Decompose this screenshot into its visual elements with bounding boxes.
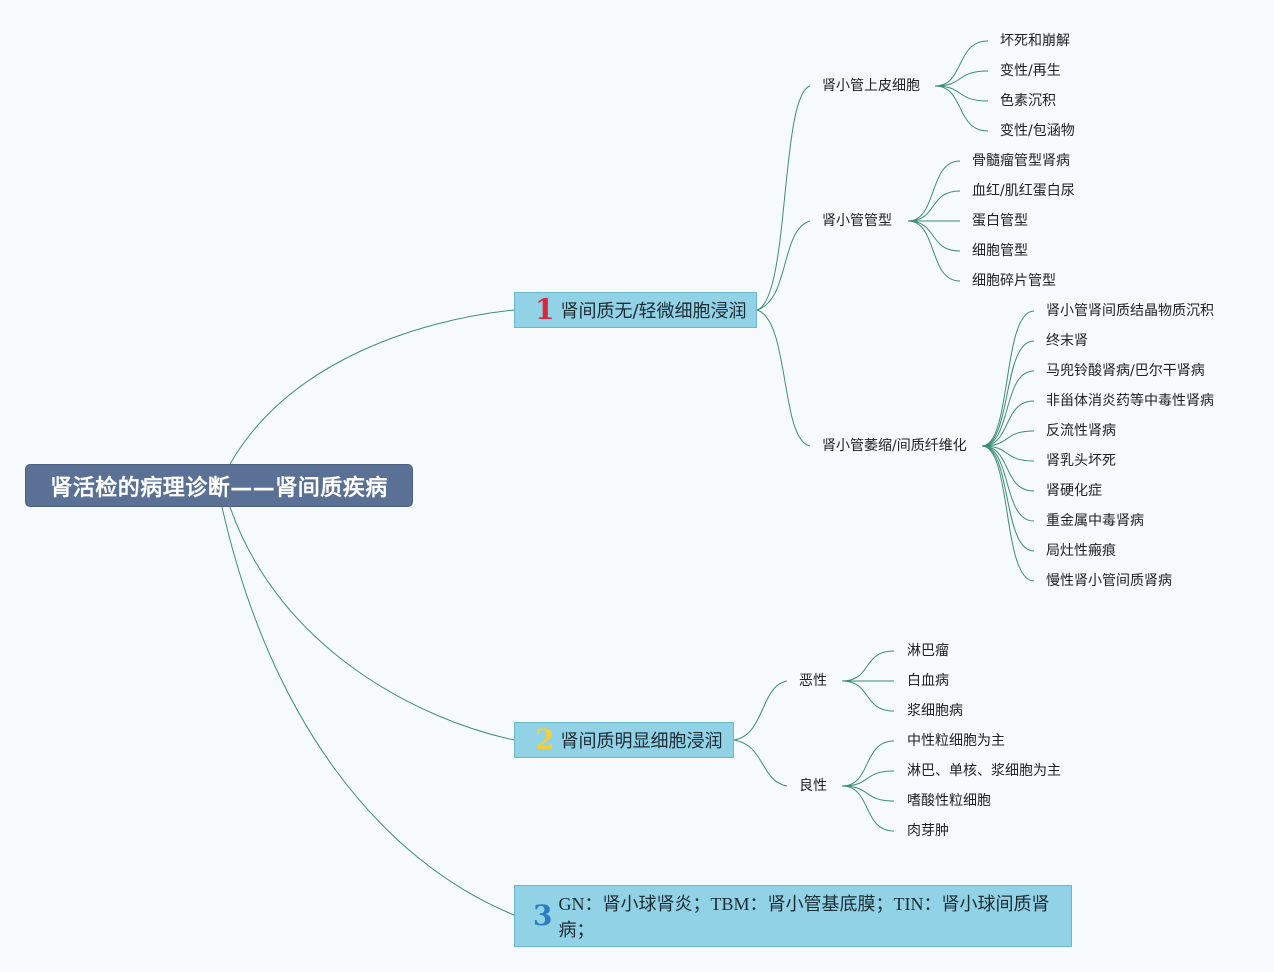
abbreviations-note: GN：肾小球肾炎；TBM：肾小管基底膜；TIN：肾小球间质肾病； <box>558 894 1050 940</box>
branch-label-1: 肾间质无/轻微细胞浸润 <box>560 301 747 322</box>
leaf-item[interactable]: 肾乳头坏死 <box>1046 453 1116 469</box>
leaf-item[interactable]: 蛋白管型 <box>972 213 1028 229</box>
branch-label-2: 肾间质明显细胞浸润 <box>560 731 723 752</box>
leaf-item[interactable]: 肾小管肾间质结晶物质沉积 <box>1046 303 1214 319</box>
leaf-item[interactable]: 淋巴、单核、浆细胞为主 <box>907 763 1061 779</box>
leaf-item[interactable]: 终末肾 <box>1046 333 1088 349</box>
branch-number-3: 3 <box>533 899 553 932</box>
branch-1[interactable]: 1 肾间质无/轻微细胞浸润 <box>514 292 757 328</box>
leaf-item[interactable]: 马兜铃酸肾病/巴尔干肾病 <box>1046 363 1205 379</box>
leaf-item[interactable]: 嗜酸性粒细胞 <box>907 793 991 809</box>
leaf-item[interactable]: 非甾体消炎药等中毒性肾病 <box>1046 393 1214 409</box>
leaf-item[interactable]: 局灶性瘢痕 <box>1046 543 1116 559</box>
leaf-item[interactable]: 反流性肾病 <box>1046 423 1116 439</box>
branch-number-1: 1 <box>535 293 555 326</box>
leaf-item[interactable]: 中性粒细胞为主 <box>907 733 1005 749</box>
leaf-item[interactable]: 变性/再生 <box>1000 63 1061 79</box>
leaf-item[interactable]: 细胞碎片管型 <box>972 273 1056 289</box>
leaf-item[interactable]: 淋巴瘤 <box>907 643 949 659</box>
root-topic[interactable]: 肾活检的病理诊断——肾间质疾病 <box>25 464 413 507</box>
group-benign[interactable]: 良性 <box>799 778 827 794</box>
leaf-item[interactable]: 骨髓瘤管型肾病 <box>972 153 1070 169</box>
leaf-item[interactable]: 白血病 <box>907 673 949 689</box>
branch-2[interactable]: 2 肾间质明显细胞浸润 <box>514 722 734 758</box>
leaf-item[interactable]: 坏死和崩解 <box>1000 33 1070 49</box>
group-malignant[interactable]: 恶性 <box>799 673 827 689</box>
root-title: 肾活检的病理诊断——肾间质疾病 <box>50 475 388 501</box>
leaf-item[interactable]: 肾硬化症 <box>1046 483 1102 499</box>
branch-3-abbreviations-note[interactable]: 3 GN：肾小球肾炎；TBM：肾小管基底膜；TIN：肾小球间质肾病； <box>514 885 1072 947</box>
leaf-item[interactable]: 慢性肾小管间质肾病 <box>1046 573 1172 589</box>
leaf-item[interactable]: 肉芽肿 <box>907 823 949 839</box>
leaf-item[interactable]: 重金属中毒肾病 <box>1046 513 1144 529</box>
leaf-item[interactable]: 色素沉积 <box>1000 93 1056 109</box>
leaf-item[interactable]: 细胞管型 <box>972 243 1028 259</box>
group-tubular-atrophy[interactable]: 肾小管萎缩/间质纤维化 <box>822 438 967 454</box>
leaf-item[interactable]: 浆细胞病 <box>907 703 963 719</box>
group-tubular-casts[interactable]: 肾小管管型 <box>822 213 892 229</box>
branch-number-2: 2 <box>535 723 555 756</box>
group-tubular-epithelium[interactable]: 肾小管上皮细胞 <box>822 78 920 94</box>
leaf-item[interactable]: 变性/包涵物 <box>1000 123 1075 139</box>
leaf-item[interactable]: 血红/肌红蛋白尿 <box>972 183 1075 199</box>
